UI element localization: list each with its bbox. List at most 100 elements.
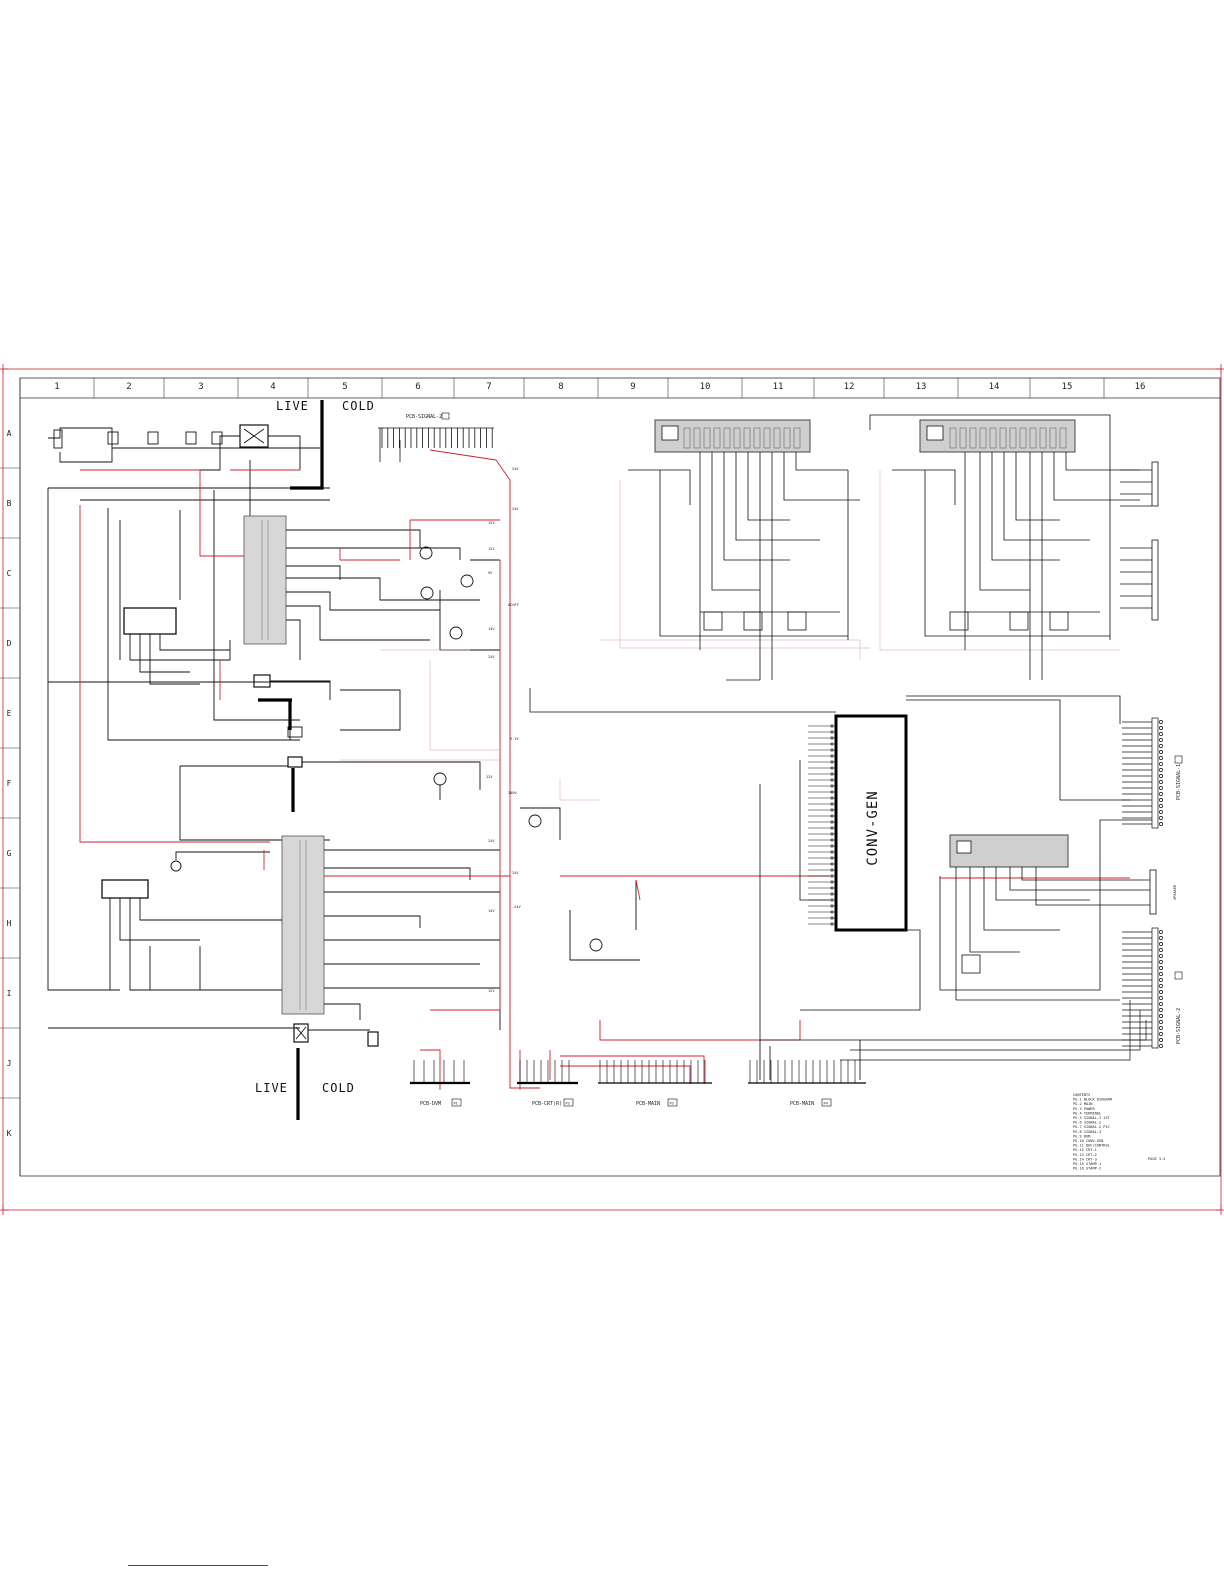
grid-column-label: 15 xyxy=(1062,382,1073,392)
grid-column-label: 5 xyxy=(342,382,347,392)
connector-pin-dot xyxy=(1159,1044,1163,1048)
legend-line: PG.13 CRT-2 xyxy=(1073,1153,1097,1157)
grid-row-label: H xyxy=(7,919,12,928)
connector-pin-dot xyxy=(1159,948,1163,952)
connector-pin-dot xyxy=(830,748,834,752)
connector-pin-dot xyxy=(1159,1020,1163,1024)
ic-pin xyxy=(989,427,997,449)
grid-row-label: J xyxy=(7,1059,12,1068)
grid-row-label: C xyxy=(7,569,12,578)
connector-pin-dot xyxy=(1159,750,1163,754)
voltage-rail-label: 12V xyxy=(488,989,495,993)
connector-pin-dot xyxy=(830,874,834,878)
connector-pin-dot xyxy=(1159,972,1163,976)
ic-pin xyxy=(969,427,977,449)
grid-row-label: B xyxy=(7,499,12,508)
page-reference-box xyxy=(821,1098,832,1107)
connector-labels: PCB-SIGNAL-2 PCB-SIGNAL-1 PCB-SIGNAL-2 S… xyxy=(406,412,1183,1107)
voltage-rail-label: 24V xyxy=(512,467,519,471)
ic-pin xyxy=(979,427,987,449)
connector-pin-dot xyxy=(830,850,834,854)
grid-column-label: 16 xyxy=(1135,382,1146,392)
connector-pin-dot xyxy=(1159,954,1163,958)
legend-line: PG.6 SIGNAL-2 xyxy=(1073,1121,1101,1125)
connector-pin-dot xyxy=(1159,768,1163,772)
ic-pin xyxy=(999,427,1007,449)
legend-page: PAGE 3-3 xyxy=(1148,1157,1165,1161)
cold-label-bottom: COLD xyxy=(322,1081,355,1095)
connector-pin-dot xyxy=(1159,762,1163,766)
conv-gen-label: CONV-GEN xyxy=(865,790,881,865)
page-reference-label: P1 xyxy=(454,1102,458,1106)
legend-line: PG.3 POWER xyxy=(1073,1107,1095,1111)
connector-pin-dot xyxy=(830,790,834,794)
connector-pin-dot xyxy=(830,796,834,800)
connector-pin-dot xyxy=(1159,966,1163,970)
sound-amp-block xyxy=(939,819,1157,1001)
legend-line: PG.15 STAMP-1 xyxy=(1073,1162,1101,1166)
grid-column-label: 4 xyxy=(270,382,275,392)
connector-pin-dot xyxy=(830,832,834,836)
connector-pin-dot xyxy=(1159,1014,1163,1018)
connector-pin-dot xyxy=(1159,1038,1163,1042)
grid-column-label: 8 xyxy=(558,382,563,392)
ic-pin xyxy=(683,427,691,449)
voltage-rail-label: 9.3V xyxy=(510,737,519,741)
amp-block-1 xyxy=(628,419,860,681)
connector-pin-dot xyxy=(830,886,834,890)
voltage-rail-label: 14V xyxy=(488,909,495,913)
connector-pin-dot xyxy=(830,910,834,914)
connector-pin-dot xyxy=(1159,738,1163,742)
connector-pin-dot xyxy=(1159,822,1163,826)
bottom-connector-label: PCB-DVM xyxy=(420,1101,441,1107)
ic-pin xyxy=(949,427,957,449)
voltage-rail-label: 5V xyxy=(488,571,493,575)
connector-pin-dot xyxy=(1159,1026,1163,1030)
legend-line: PG.14 CRT-3 xyxy=(1073,1157,1097,1161)
connector-pin-dot xyxy=(830,838,834,842)
page-reference-label: P3 xyxy=(670,1102,674,1106)
connector-pin-dot xyxy=(1159,816,1163,820)
ic-pin xyxy=(763,427,771,449)
live-label-top: LIVE xyxy=(276,399,309,413)
grid-column-label: 6 xyxy=(415,382,420,392)
voltage-rail-label: 24V xyxy=(488,655,495,659)
connector-pin-dot xyxy=(830,730,834,734)
connector-pin-dot xyxy=(1159,720,1163,724)
connector-pin-dot xyxy=(830,760,834,764)
voltage-rail-label: 24V xyxy=(488,839,495,843)
page-reference-box xyxy=(667,1098,678,1107)
ic-pin xyxy=(743,427,751,449)
connector-pin-dot xyxy=(1159,732,1163,736)
voltage-rail-label: 12V xyxy=(488,521,495,525)
legend-line: PG.1 BLOCK DIAGRAM xyxy=(1073,1098,1113,1102)
ic-pin xyxy=(1009,427,1017,449)
sheet-frame xyxy=(2,368,1222,1211)
ic-pin xyxy=(773,427,781,449)
connector-pin-dot xyxy=(1159,960,1163,964)
connector-pin-dot xyxy=(830,862,834,866)
power-section xyxy=(47,424,640,1047)
connector-pin-dot xyxy=(830,778,834,782)
voltage-rail-label: 24V xyxy=(512,507,519,511)
connector-pin-dot xyxy=(830,802,834,806)
connector-pin-dot xyxy=(830,868,834,872)
voltage-rail-label: ACOFF xyxy=(508,603,519,607)
legend-line: PG.9 DVM xyxy=(1073,1134,1091,1138)
page-reference-label: P2 xyxy=(566,1102,570,1106)
grid-column-label: 9 xyxy=(630,382,635,392)
bottom-connector-label: PCB-MAIN xyxy=(636,1101,660,1107)
connector-pin-dot xyxy=(830,916,834,920)
connector-pin-dot xyxy=(1159,792,1163,796)
connector-pin-dot xyxy=(1159,810,1163,814)
connector-pin-dot xyxy=(830,856,834,860)
connector-pin-dot xyxy=(830,784,834,788)
conv-gen-block: CONV-GEN xyxy=(529,688,1130,1041)
connector-pin-dot xyxy=(1159,984,1163,988)
connector-pin-dot xyxy=(1159,942,1163,946)
ic-pin xyxy=(703,427,711,449)
connector-pin-dot xyxy=(1159,726,1163,730)
right-connector-signal-2 xyxy=(840,927,1163,1061)
legend-line: PG.11 DEF/CONTROL xyxy=(1073,1144,1110,1148)
